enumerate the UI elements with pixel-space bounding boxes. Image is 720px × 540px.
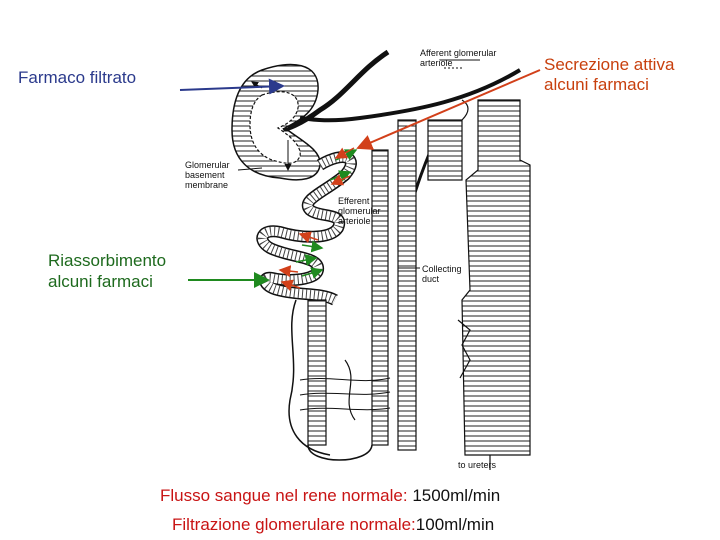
blood-flow-value: 1500ml/min xyxy=(407,486,501,505)
filtered-drug-label: Farmaco filtrato xyxy=(18,68,137,87)
bowman-capsule xyxy=(231,63,321,181)
efferent-line1: Efferent xyxy=(338,196,370,206)
efferent-line2: glomerular xyxy=(338,206,381,216)
basement-membrane-label: Glomerular basement membrane xyxy=(185,160,230,190)
secretion-arrow xyxy=(356,69,541,150)
efferent-line3: arteriole xyxy=(338,216,371,226)
collecting-duct xyxy=(440,59,531,470)
reabsorption-line1: Riassorbimento xyxy=(48,251,167,270)
distal-tubule xyxy=(427,99,469,181)
loop-of-henle xyxy=(288,119,417,461)
gfr-line: Filtrazione glomerulare normale:100ml/mi… xyxy=(172,515,494,535)
afferent-arteriole-label: Afferent glomerular arteriole xyxy=(420,48,496,68)
active-secretion-line2: alcuni farmaci xyxy=(544,75,649,94)
filtered-drug-arrow xyxy=(179,78,285,95)
afferent-line2: arteriole xyxy=(420,58,453,68)
basement-line2: basement xyxy=(185,170,225,180)
reabsorption-line2: alcuni farmaci xyxy=(48,272,153,291)
blood-flow-line: Flusso sangue nel rene normale: 1500ml/m… xyxy=(160,486,500,506)
afferent-line1: Afferent glomerular xyxy=(420,48,497,58)
efferent-arteriole-label: Efferent glomerular arteriole xyxy=(338,196,381,226)
blood-flow-label: Flusso sangue nel rene normale: xyxy=(160,486,408,505)
anatomy-leaders xyxy=(237,167,420,269)
transport-arrows xyxy=(278,147,358,292)
basement-line1: Glomerular xyxy=(185,160,230,170)
gfr-label: Filtrazione glomerulare normale: xyxy=(172,515,416,534)
reabsorption-label: Riassorbimento alcuni farmaci xyxy=(48,250,166,292)
ureters-label: to ureters xyxy=(458,460,497,470)
collecting-duct-label: Collecting duct xyxy=(422,264,462,284)
basement-line3: membrane xyxy=(185,180,229,190)
active-secretion-label: Secrezione attiva alcuni farmaci xyxy=(544,55,674,95)
collecting-line1: Collecting xyxy=(422,264,462,274)
collecting-line2: duct xyxy=(422,274,440,284)
active-secretion-line1: Secrezione attiva xyxy=(544,55,675,74)
gfr-value: 100ml/min xyxy=(415,515,495,534)
